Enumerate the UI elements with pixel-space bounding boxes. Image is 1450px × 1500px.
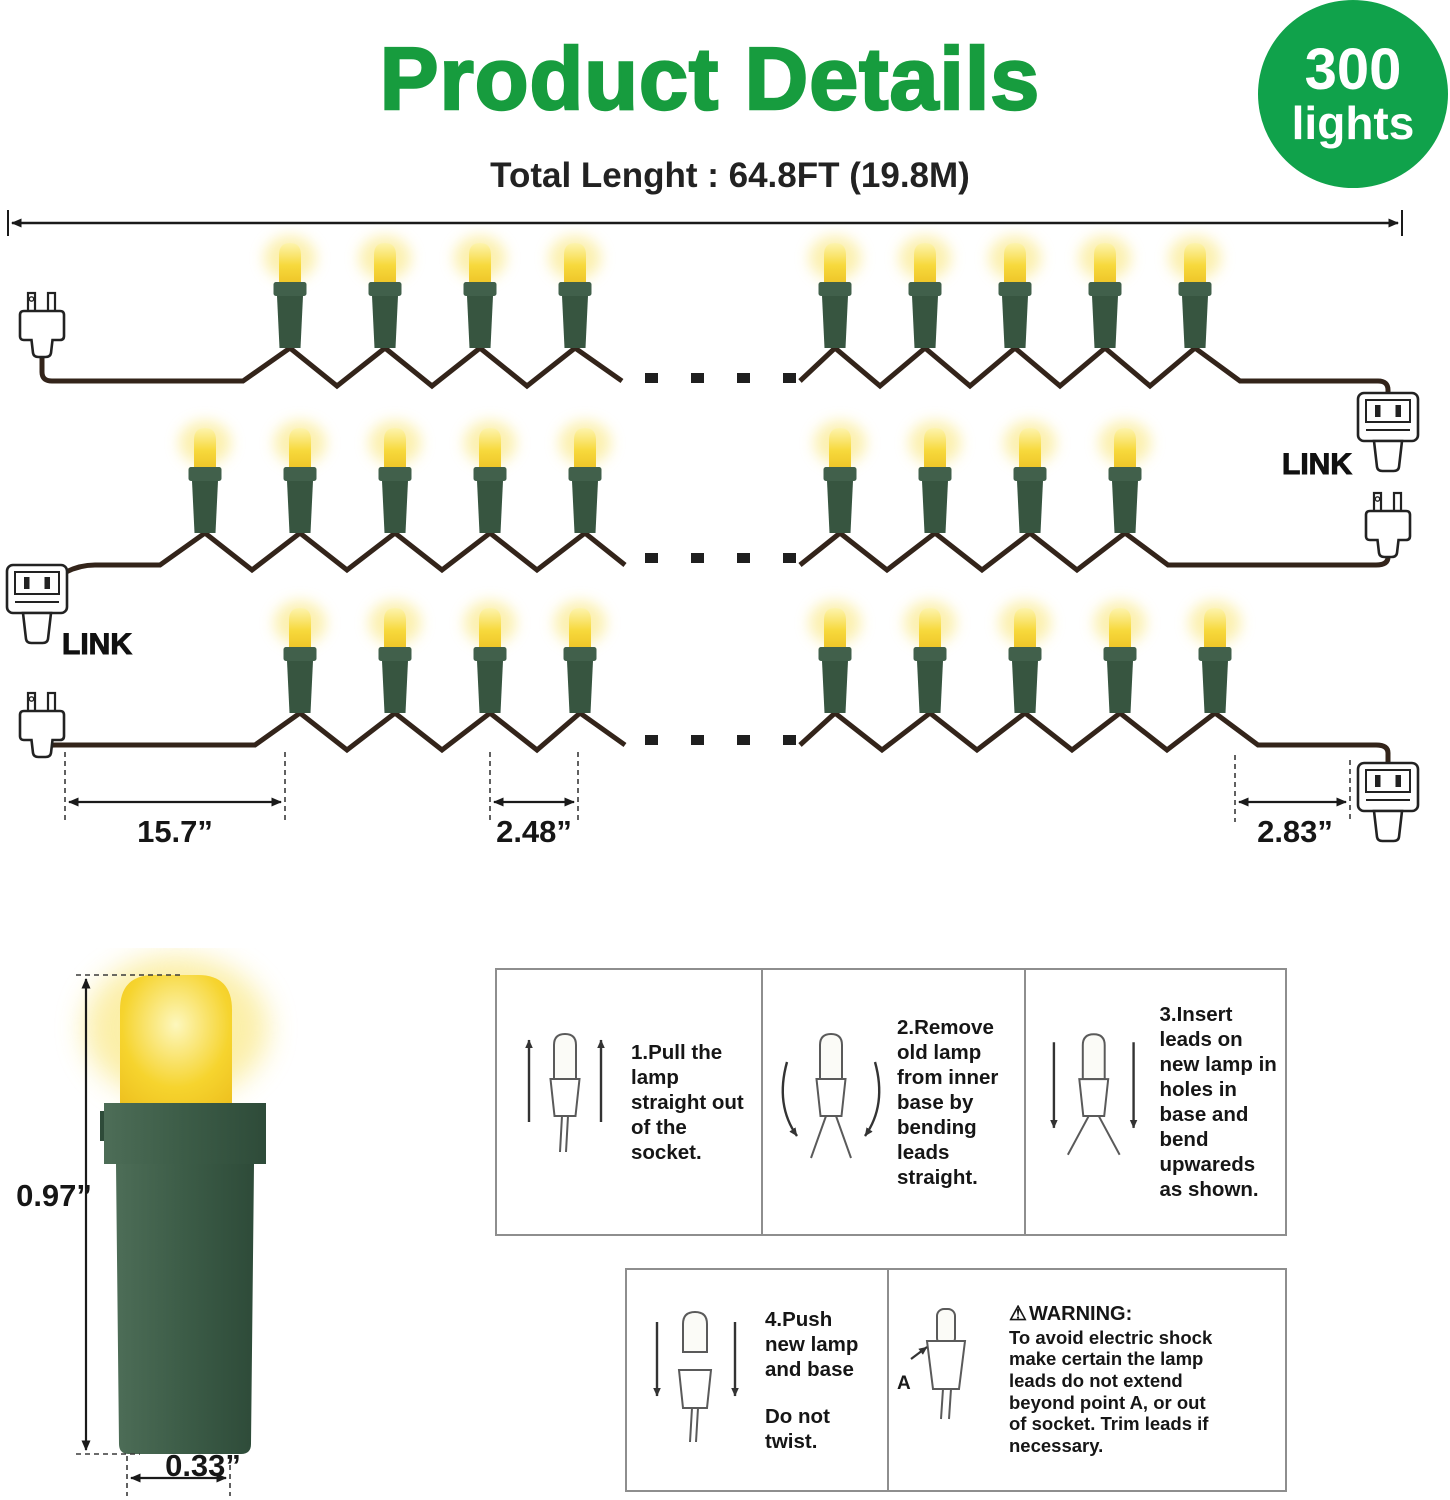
male-plug-icon	[1364, 491, 1412, 559]
string-row-3	[18, 601, 1420, 843]
warning-panel: A ⚠ WARNING: To avoid electric shock mak…	[887, 1268, 1287, 1492]
instruction-panel-1: 1.Pull the lamp straight out of the sock…	[495, 968, 763, 1236]
light-bulb	[1094, 601, 1146, 713]
continuation-dots	[645, 735, 796, 745]
wire	[798, 709, 1391, 762]
remove-lamp-diagram	[781, 1032, 881, 1158]
lead-trim-diagram	[910, 1308, 967, 1420]
page-title: Product Details	[379, 28, 1041, 130]
light-bulb	[369, 421, 421, 533]
light-bulb	[464, 601, 516, 713]
wire	[798, 344, 1391, 394]
light-bulb	[1189, 601, 1241, 713]
string-row-1	[18, 236, 1420, 473]
light-bulb	[369, 601, 421, 713]
light-bulb	[464, 421, 516, 533]
instruction-panel-4: 4.Push new lamp and base Do not twist.	[625, 1268, 889, 1492]
continuation-dots	[645, 553, 796, 563]
link-label-right: LINK	[1282, 448, 1353, 482]
light-bulb	[1079, 236, 1131, 348]
instruction-step-2-text: 2.Remove old lamp from inner base by ben…	[897, 1015, 999, 1189]
warning-title: WARNING:	[1028, 1303, 1133, 1326]
bulb-width-label: 0.33”	[165, 1448, 241, 1483]
step-4-note: Do not twist.	[765, 1404, 830, 1453]
light-bulb	[1004, 421, 1056, 533]
bulb-height-label: 0.97”	[16, 1178, 92, 1213]
instruction-panel-3: 3.Insert leads on new lamp in holes in b…	[1024, 968, 1287, 1236]
instruction-step-3-text: 3.Insert leads on new lamp in holes in b…	[1159, 1003, 1277, 1201]
warning-diagram-wrap: A	[897, 1295, 1005, 1465]
string-lights-diagram	[5, 210, 1420, 843]
light-bulb	[909, 421, 961, 533]
light-bulb	[809, 236, 861, 348]
light-bulb	[999, 601, 1051, 713]
male-plug-icon	[18, 291, 66, 359]
total-length-dimension-arrow	[7, 210, 1403, 236]
dim-bulb-spacing: 2.48”	[496, 814, 572, 849]
step-4-title: 4.Push new lamp and base	[765, 1307, 859, 1381]
dim-plug-to-first-bulb: 15.7”	[137, 814, 213, 849]
light-bulb	[274, 601, 326, 713]
push-lamp-diagram	[653, 1310, 739, 1443]
width-dimension	[126, 1456, 231, 1496]
light-bulb	[274, 421, 326, 533]
spacing-dimensions	[64, 752, 1351, 822]
instruction-panel-2: 2.Remove old lamp from inner base by ben…	[761, 968, 1026, 1236]
total-length-label: Total Lenght : 64.8FT (19.8M)	[490, 156, 970, 195]
warning-body: To avoid electric shock make certain the…	[1009, 1326, 1213, 1456]
instruction-step-1-text: 1.Pull the lamp straight out of the sock…	[631, 1040, 744, 1164]
dim-last-bulb-to-end: 2.83”	[1257, 814, 1333, 849]
light-bulb	[264, 236, 316, 348]
lights-count-badge: 300 lights	[1258, 0, 1448, 188]
wire	[64, 529, 627, 575]
female-connector-icon	[1356, 391, 1420, 473]
light-bulb	[454, 236, 506, 348]
insert-leads-diagram	[1050, 1032, 1138, 1155]
light-bulb	[1169, 236, 1221, 348]
light-bulb	[549, 236, 601, 348]
light-bulb	[359, 236, 411, 348]
link-label-left: LINK	[62, 628, 133, 662]
pull-lamp-diagram	[525, 1032, 605, 1152]
badge-count: 300	[1304, 37, 1402, 103]
light-bulb	[809, 601, 861, 713]
led-bulb	[120, 975, 232, 1106]
socket-body	[100, 1103, 266, 1454]
light-bulb	[814, 421, 866, 533]
instruction-step-4-text: 4.Push new lamp and base Do not twist.	[759, 1307, 873, 1454]
wire	[39, 709, 627, 755]
light-bulb	[904, 601, 956, 713]
point-a-label: A	[897, 1373, 911, 1394]
light-bulb	[899, 236, 951, 348]
string-row-2	[5, 421, 1412, 645]
wire	[798, 529, 1391, 574]
light-bulb	[989, 236, 1041, 348]
bulb-closeup-diagram	[76, 956, 268, 1496]
light-bulb	[554, 601, 606, 713]
wire	[39, 344, 624, 390]
height-dimension	[76, 974, 180, 1455]
light-bulb	[559, 421, 611, 533]
female-connector-icon	[5, 563, 69, 645]
warning-text: ⚠ WARNING: To avoid electric shock make …	[1005, 1303, 1219, 1456]
badge-unit: lights	[1291, 97, 1415, 150]
continuation-dots	[645, 373, 796, 383]
light-bulb	[1099, 421, 1151, 533]
warning-icon: ⚠	[1009, 1303, 1027, 1326]
light-bulb	[179, 421, 231, 533]
